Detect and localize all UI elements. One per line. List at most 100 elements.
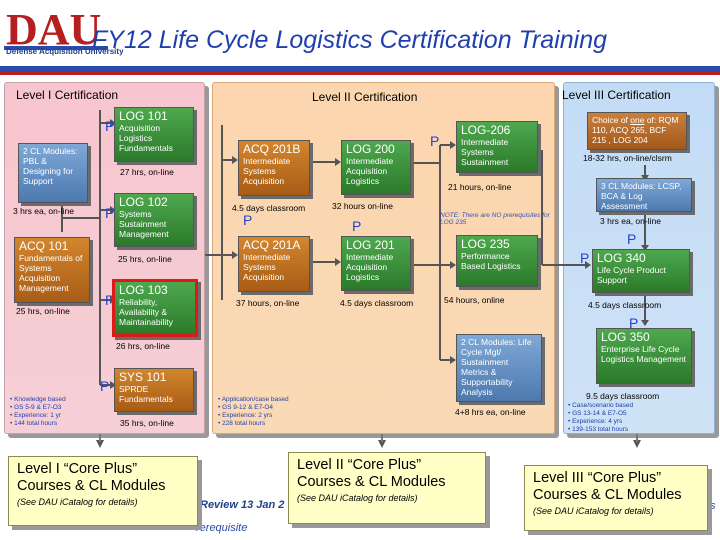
acq101-note: 25 hrs, on-line <box>16 306 70 316</box>
level2-cl-modules-note: 4+8 hrs ea, on-line <box>455 407 526 417</box>
log102-note: 25 hrs, on-line <box>118 254 172 264</box>
prerequisite-marker: P <box>105 118 115 134</box>
log101-title: LOG 101 <box>119 109 168 123</box>
level3-choice-box: Choice of one of: RQM 110, ACQ 265, BCF … <box>587 112 687 150</box>
acq201b-note: 4.5 days classroom <box>232 203 306 213</box>
requirement-item: • Experience: 4 yrs <box>568 418 623 425</box>
prerequisite-marker: P <box>105 292 115 308</box>
prerequisite-marker: P <box>629 315 639 331</box>
prerequisite-marker: P <box>100 378 110 394</box>
log235-note: 54 hours, online <box>444 295 505 305</box>
prerequisite-marker: P <box>580 250 590 266</box>
core-plus-line1: Level III “Core Plus” <box>533 470 662 486</box>
sys101-box: SYS 101 SPRDE Fundamentals <box>114 368 194 412</box>
level1-cl-modules-box: 2 CL Modules: PBL & Designing for Suppor… <box>18 143 88 203</box>
review-date-text: Review 13 Jan 2 <box>200 499 285 511</box>
requirement-item: • GS 13-14 & E7-O5 <box>568 410 627 417</box>
level3-cl-modules-text: 3 CL Modules: LCSP, BCA & Log Assessment <box>601 181 682 211</box>
log103-subtitle: Reliability, Availability & Maintainabil… <box>119 297 173 327</box>
log101-box: LOG 101 Acquisition Logistics Fundamenta… <box>114 107 194 162</box>
log101-subtitle: Acquisition Logistics Fundamentals <box>119 123 173 153</box>
level1-title: Level I Certification <box>16 88 119 102</box>
log206-subtitle: Intermediate Systems Sustainment <box>461 137 509 167</box>
acq201a-subtitle: Intermediate Systems Acquisition <box>243 252 291 282</box>
log235-title: LOG 235 <box>461 237 510 251</box>
requirement-item: • Experience: 1 yr <box>10 412 62 419</box>
level1-requirements: • Knowledge based • GS 5-9 & E7-O3 • Exp… <box>10 396 66 428</box>
core-plus-line1: Level II “Core Plus” <box>297 457 422 473</box>
header-bar-red <box>0 72 720 75</box>
core-plus-detail: (See DAU iCatalog for details) <box>533 506 654 516</box>
requirement-item: • 139-153 total hours <box>568 426 629 433</box>
log102-subtitle: Systems Sustainment Management <box>119 209 169 239</box>
sys101-title: SYS 101 <box>119 370 167 384</box>
prerequisite-marker: P <box>430 133 440 149</box>
header-bar-blue <box>0 66 720 72</box>
acq201b-subtitle: Intermediate Systems Acquisition <box>243 156 291 186</box>
acq201b-box: ACQ 201B Intermediate Systems Acquisitio… <box>238 140 310 196</box>
requirement-item: • Knowledge based <box>10 396 66 403</box>
level2-title: Level II Certification <box>312 90 418 104</box>
log103-note: 26 hrs, on-line <box>116 341 170 351</box>
log206-title: LOG-206 <box>461 123 511 137</box>
core-plus-line2: Courses & CL Modules <box>297 474 446 490</box>
sys101-note: 35 hrs, on-line <box>120 418 174 428</box>
requirement-item: • GS 5-9 & E7-O3 <box>10 404 62 411</box>
log200-subtitle: Intermediate Acquisition Logistics <box>346 156 394 186</box>
acq201a-title: ACQ 201A <box>243 238 301 252</box>
acq201b-title: ACQ 201B <box>243 142 301 156</box>
requirement-item: • GS 9-12 & E7-O4 <box>218 404 274 411</box>
log101-note: 27 hrs, on-line <box>120 167 174 177</box>
log102-title: LOG 102 <box>119 195 168 209</box>
log103-box: LOG 103 Reliability, Availability & Main… <box>112 279 198 337</box>
sys101-subtitle: SPRDE Fundamentals <box>119 384 173 404</box>
requirement-item: • Case/scenario based <box>568 402 634 409</box>
prerequisite-marker: P <box>352 218 362 234</box>
acq101-title: ACQ 101 <box>19 239 69 253</box>
log201-box: LOG 201 Intermediate Acquisition Logisti… <box>341 236 411 291</box>
core-plus-detail: (See DAU iCatalog for details) <box>17 497 138 507</box>
dau-logo: DAU <box>4 4 108 64</box>
no-prereq-note: NOTE: There are NO prerequisites for LOG… <box>440 212 550 226</box>
footer-fragment: s <box>710 500 716 512</box>
acq101-box: ACQ 101 Fundamentals of Systems Acquisit… <box>14 237 90 303</box>
log235-box: LOG 235 Performance Based Logistics <box>456 235 538 287</box>
prerequisite-marker: P <box>243 212 253 228</box>
log340-box: LOG 340 Life Cycle Product Support <box>592 249 690 293</box>
prerequisite-legend-text: rerequisite <box>196 522 248 534</box>
requirement-item: • Experience: 2 yrs <box>218 412 273 419</box>
level2-requirements: • Application/case based • GS 9-12 & E7-… <box>218 396 289 428</box>
logo-letters: DAU <box>6 5 101 52</box>
level1-core-plus-box: Level I “Core Plus” Courses & CL Modules… <box>8 456 198 526</box>
acq201a-box: ACQ 201A Intermediate Systems Acquisitio… <box>238 236 310 292</box>
log340-title: LOG 340 <box>597 251 646 265</box>
level2-core-plus-box: Level II “Core Plus” Courses & CL Module… <box>288 452 486 524</box>
level3-title: Level III Certification <box>562 88 671 102</box>
log201-subtitle: Intermediate Acquisition Logistics <box>346 252 394 282</box>
level2-cl-modules-box: 2 CL Modules: Life Cycle Mgt/ Sustainmen… <box>456 334 542 402</box>
acq201a-note: 37 hours, on-line <box>236 298 300 308</box>
log350-note: 9.5 days classroom <box>586 391 660 401</box>
log206-note: 21 hours, on-line <box>448 182 512 192</box>
log340-subtitle: Life Cycle Product Support <box>597 265 666 285</box>
core-plus-line2: Courses & CL Modules <box>533 487 682 503</box>
log235-subtitle: Performance Based Logistics <box>461 251 521 271</box>
level1-cl-modules-note: 3 hrs ea, on-line <box>13 206 74 216</box>
log206-box: LOG-206 Intermediate Systems Sustainment <box>456 121 538 173</box>
core-plus-line1: Level I “Core Plus” <box>17 461 138 477</box>
level3-choice-note: 18-32 hrs, on-line/clsrm <box>583 153 672 163</box>
requirement-item: • Application/case based <box>218 396 289 403</box>
level3-requirements: • Case/scenario based • GS 13-14 & E7-O5… <box>568 402 633 434</box>
log340-note: 4.5 days classroom <box>588 300 662 310</box>
log350-subtitle: Enterprise Life Cycle Logistics Manageme… <box>601 344 687 364</box>
log102-box: LOG 102 Systems Sustainment Management <box>114 193 194 247</box>
log201-note: 4.5 days classroom <box>340 298 414 308</box>
page-title: FY12 Life Cycle Logistics Certification … <box>92 26 608 54</box>
log200-box: LOG 200 Intermediate Acquisition Logisti… <box>341 140 411 195</box>
level3-choice-text: Choice of one of: RQM 110, ACQ 265, BCF … <box>592 115 679 145</box>
log201-title: LOG 201 <box>346 238 395 252</box>
core-plus-line2: Courses & CL Modules <box>17 478 166 494</box>
level1-cl-modules-text: 2 CL Modules: PBL & Designing for Suppor… <box>23 146 78 186</box>
level2-cl-modules-text: 2 CL Modules: Life Cycle Mgt/ Sustainmen… <box>461 337 532 397</box>
